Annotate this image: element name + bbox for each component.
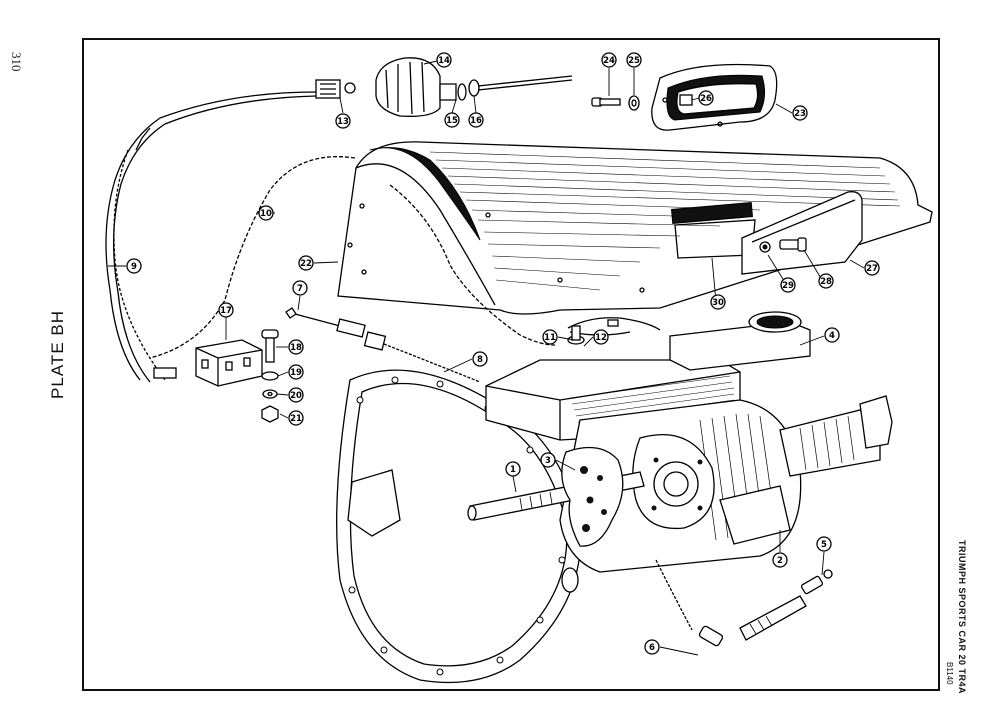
book-title: TRIUMPH SPORTS CAR 20 TR4A: [957, 540, 967, 695]
callout-11: 11: [542, 329, 558, 345]
callout-26: 26: [698, 90, 714, 106]
svg-text:2: 2: [777, 556, 783, 566]
callout-1: 1: [505, 461, 521, 477]
svg-text:3: 3: [545, 456, 551, 466]
callout-3: 3: [540, 452, 556, 468]
svg-text:30: 30: [712, 298, 724, 308]
svg-text:10: 10: [260, 209, 272, 219]
callout-29: 29: [780, 277, 796, 293]
cable-lead-illustration: [149, 156, 556, 359]
wiring-harness-illustration: [105, 91, 317, 383]
callout-28: 28: [818, 273, 834, 289]
callout-2: 2: [772, 552, 788, 568]
callout-18: 18: [288, 339, 304, 355]
callout-19: 19: [288, 364, 304, 380]
callout-6: 6: [644, 639, 660, 655]
callout-22: 22: [298, 255, 314, 271]
callout-7: 7: [292, 280, 308, 296]
callout-20: 20: [288, 387, 304, 403]
callout-12: 12: [593, 329, 609, 345]
overdrive-switch-illustration: [315, 57, 573, 117]
plate-frame: [82, 38, 940, 691]
callout-10: 10: [258, 205, 274, 221]
callout-5: 5: [816, 536, 832, 552]
svg-text:18: 18: [290, 343, 302, 353]
svg-text:23: 23: [794, 109, 806, 119]
callout-16: 16: [468, 112, 484, 128]
svg-text:28: 28: [820, 277, 832, 287]
svg-text:20: 20: [290, 391, 302, 401]
svg-text:4: 4: [829, 331, 835, 341]
svg-text:21: 21: [290, 414, 302, 424]
leader-lines: [108, 60, 865, 656]
callout-23: 23: [792, 105, 808, 121]
speedometer-cable-illustration: [285, 307, 481, 383]
svg-text:5: 5: [821, 540, 827, 550]
speedometer-drive-illustration: [655, 559, 833, 647]
svg-text:16: 16: [470, 116, 482, 126]
callout-4: 4: [824, 327, 840, 343]
callout-9: 9: [126, 258, 142, 274]
svg-text:9: 9: [131, 262, 137, 272]
svg-text:19: 19: [290, 368, 302, 378]
callout-24: 24: [601, 52, 617, 68]
page-number: 310: [9, 52, 24, 72]
cover-plate-illustration: [741, 191, 863, 275]
callout-15: 15: [444, 112, 460, 128]
svg-text:13: 13: [337, 117, 349, 127]
callout-27: 27: [864, 260, 880, 276]
connector-wires-illustration: [567, 317, 661, 345]
solenoid-switch-illustration: [195, 329, 279, 423]
svg-text:15: 15: [446, 116, 458, 126]
svg-text:24: 24: [603, 56, 615, 66]
callout-21: 21: [288, 410, 304, 426]
svg-text:11: 11: [544, 333, 556, 343]
callout-25: 25: [626, 52, 642, 68]
svg-text:12: 12: [595, 333, 607, 343]
svg-text:6: 6: [649, 643, 655, 653]
svg-text:27: 27: [866, 264, 878, 274]
svg-text:1: 1: [510, 465, 516, 475]
callout-17: 17: [218, 302, 234, 318]
svg-text:29: 29: [782, 281, 794, 291]
callout-8: 8: [472, 351, 488, 367]
gaiter-illustration: [651, 63, 778, 131]
svg-text:25: 25: [628, 56, 640, 66]
gearbox-casing-illustration: [336, 311, 893, 684]
callout-14: 14: [436, 52, 452, 68]
callout-13: 13: [335, 113, 351, 129]
reference-code: B1140: [945, 662, 954, 685]
svg-text:14: 14: [438, 56, 450, 66]
callout-30: 30: [710, 294, 726, 310]
screw-washer-illustration: [591, 95, 640, 111]
svg-text:17: 17: [220, 306, 232, 316]
svg-text:22: 22: [300, 259, 312, 269]
svg-text:8: 8: [477, 355, 483, 365]
svg-text:7: 7: [297, 284, 303, 294]
svg-text:26: 26: [700, 94, 712, 104]
